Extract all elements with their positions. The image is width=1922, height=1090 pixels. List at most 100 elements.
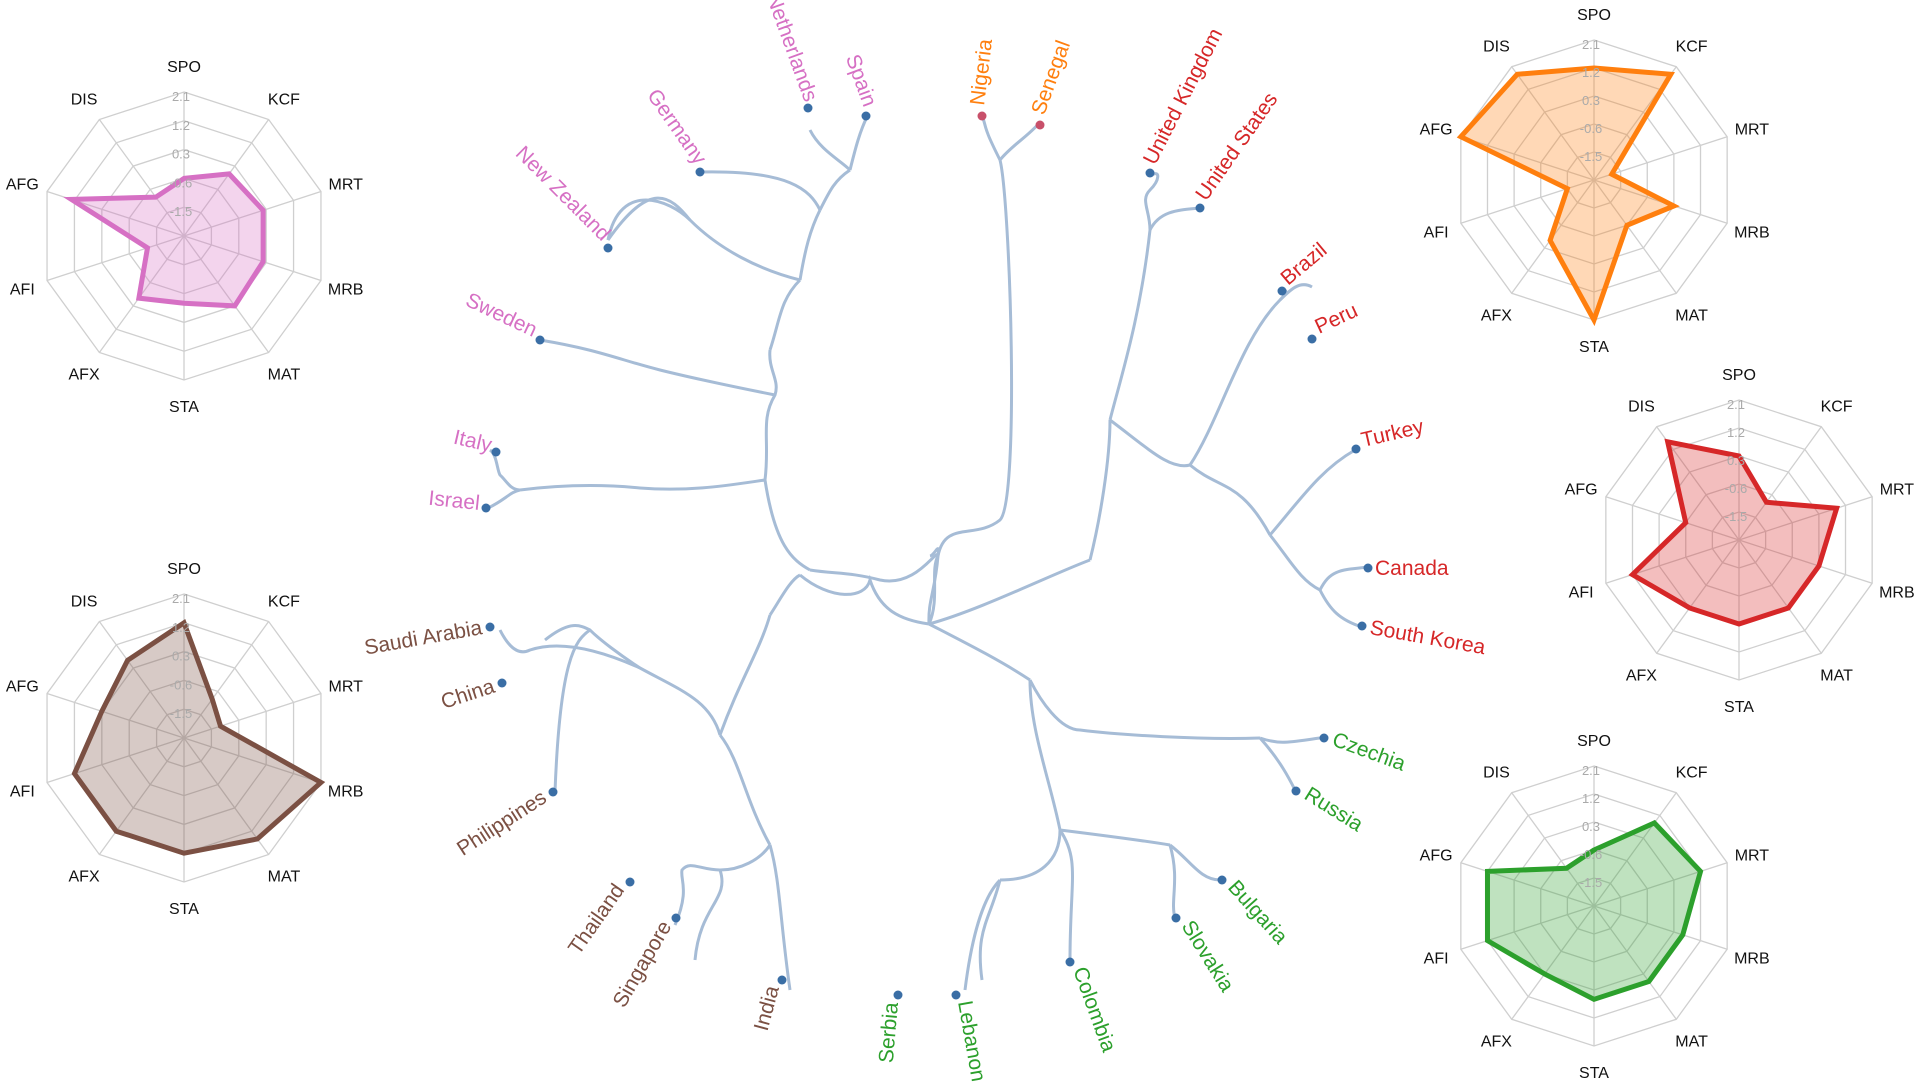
leaf-node-dot: [893, 990, 903, 1000]
leaf-label: China: [438, 675, 498, 714]
radar-axis-label: MRB: [328, 282, 364, 299]
leaf-node-dot: [777, 975, 787, 985]
dendrogram-branch: [718, 734, 772, 846]
dendrogram-branch: [978, 879, 1002, 981]
leaf-node-dot: [535, 335, 545, 345]
radar-axis-label: STA: [1579, 1065, 1609, 1082]
radar-axis-label: KCF: [1821, 399, 1853, 416]
radar-axis-label: AFX: [1481, 307, 1512, 324]
radar-tick-label: -0.6: [1580, 847, 1602, 862]
leaf-label: Serbia: [875, 1001, 903, 1064]
radar-axis-label: KCF: [1676, 765, 1708, 782]
radar-axis-label: DIS: [71, 91, 98, 108]
dendrogram-branch: [539, 338, 776, 397]
radar-axis-label: MRB: [328, 784, 364, 801]
radar-axis-label: AFI: [1424, 950, 1449, 967]
leaf-label: Brazil: [1276, 238, 1331, 289]
radar-series-orange: [1456, 65, 1680, 327]
dendrogram-branch: [848, 114, 870, 171]
leaf-label: Nigeria: [966, 37, 997, 106]
radar-tick-label: -0.6: [1580, 121, 1602, 136]
radar-tick-label: 0.3: [1582, 93, 1600, 108]
dendrogram-branch: [1058, 829, 1074, 961]
radar-axis-label: STA: [1724, 699, 1754, 716]
radar-series-pink: [63, 171, 266, 309]
leaf-label: Czechia: [1329, 728, 1408, 776]
leaf-label: Canada: [1375, 557, 1449, 580]
radar-axis-label: STA: [169, 901, 199, 918]
radar-tick-label: 1.2: [172, 620, 190, 635]
leaf-node-dot: [1065, 957, 1075, 967]
dendrogram-branch: [519, 478, 766, 492]
radar-axis-label: MAT: [1675, 1033, 1708, 1050]
dendrogram-branch: [487, 488, 521, 510]
radar-pink: 2.11.20.3-0.6-1.5SPOKCFMRTMRBMATSTAAFXAF…: [6, 59, 364, 416]
leaf-label: United States: [1191, 88, 1282, 204]
radar-spoke: [1656, 539, 1740, 654]
leaf-label: Singapore: [609, 917, 677, 1011]
radar-axis-label: AFX: [69, 367, 100, 384]
radar-orange: 2.11.20.3-0.6-1.5SPOKCFMRTMRBMATSTAAFXAF…: [1420, 7, 1770, 356]
radar-spoke: [46, 235, 185, 282]
leaf-label: Bulgaria: [1223, 876, 1292, 949]
radar-axis-label: AFI: [1569, 584, 1594, 601]
leaf-node-dot: [1145, 168, 1155, 178]
radar-tick-label: 0.3: [1727, 453, 1745, 468]
dendrogram-branch: [498, 629, 722, 736]
radar-tick-label: 1.2: [1582, 65, 1600, 80]
dendrogram-branch: [763, 479, 811, 572]
radar-spoke: [1593, 792, 1677, 907]
radar-axis-label: MRT: [1735, 122, 1770, 139]
leaf-label: Senegal: [1027, 37, 1075, 117]
dendrogram-branch: [1148, 206, 1201, 231]
dendrogram-branch: [693, 869, 724, 961]
dendrogram-branch: [928, 558, 1091, 626]
dendrogram-branch: [809, 552, 940, 625]
radar-axis-label: DIS: [1483, 39, 1510, 56]
radar-tick-label: -1.5: [170, 706, 192, 721]
radar-axis-label: AFI: [1424, 224, 1449, 241]
radar-axis-label: MRB: [1734, 224, 1770, 241]
radar-spoke: [1593, 862, 1728, 907]
radar-spoke: [1511, 905, 1595, 1020]
dendrogram-branch: [963, 878, 1002, 991]
radar-axis-label: MRT: [1880, 482, 1915, 499]
radar-axis-label: DIS: [1483, 765, 1510, 782]
radar-axis-label: SPO: [167, 59, 201, 76]
leaf-label: Philippines: [453, 786, 551, 861]
leaf-label: Colombia: [1068, 964, 1120, 1056]
radar-tick-label: 0.3: [172, 147, 190, 162]
leaf-node-dot: [1307, 334, 1317, 344]
radar-spoke: [1593, 179, 1677, 294]
leaf-node-dot: [1351, 444, 1361, 454]
radar-axis-label: KCF: [268, 91, 300, 108]
radar-axis-label: AFG: [1420, 122, 1453, 139]
dendrogram-branch: [606, 198, 801, 282]
dendrogram-branch: [1028, 679, 1062, 831]
dendrogram-branch: [1059, 828, 1171, 847]
leaf-label: Thailand: [564, 880, 629, 959]
radar-spoke: [98, 737, 185, 855]
radar-tick-label: -1.5: [1580, 875, 1602, 890]
radar-axis-label: MAT: [268, 367, 301, 384]
radar-spoke: [1605, 539, 1740, 584]
leaf-label: United Kingdom: [1139, 25, 1227, 169]
radar-spoke: [183, 235, 270, 353]
radar-axis-label: AFI: [10, 282, 35, 299]
radar-spoke: [1593, 136, 1728, 181]
radar-spoke: [1460, 136, 1595, 181]
leaf-label: Turkey: [1359, 415, 1426, 452]
radar-spoke: [1593, 905, 1677, 1020]
radar-axis-label: MRB: [1879, 584, 1915, 601]
leaf-label: Peru: [1311, 299, 1361, 339]
radar-series-brown: [71, 618, 326, 856]
radar-spoke: [183, 692, 322, 739]
dendrogram-branch: [718, 614, 772, 736]
radar-brown: 2.11.20.3-0.6-1.5SPOKCFMRTMRBMATSTAAFXAF…: [6, 561, 364, 918]
leaf-node-dot: [1217, 875, 1227, 885]
dendrogram-branches: [487, 111, 1369, 991]
radar-axis-label: STA: [169, 399, 199, 416]
leaf-label: Italy: [451, 426, 494, 457]
radar-axis-label: SPO: [167, 561, 201, 578]
